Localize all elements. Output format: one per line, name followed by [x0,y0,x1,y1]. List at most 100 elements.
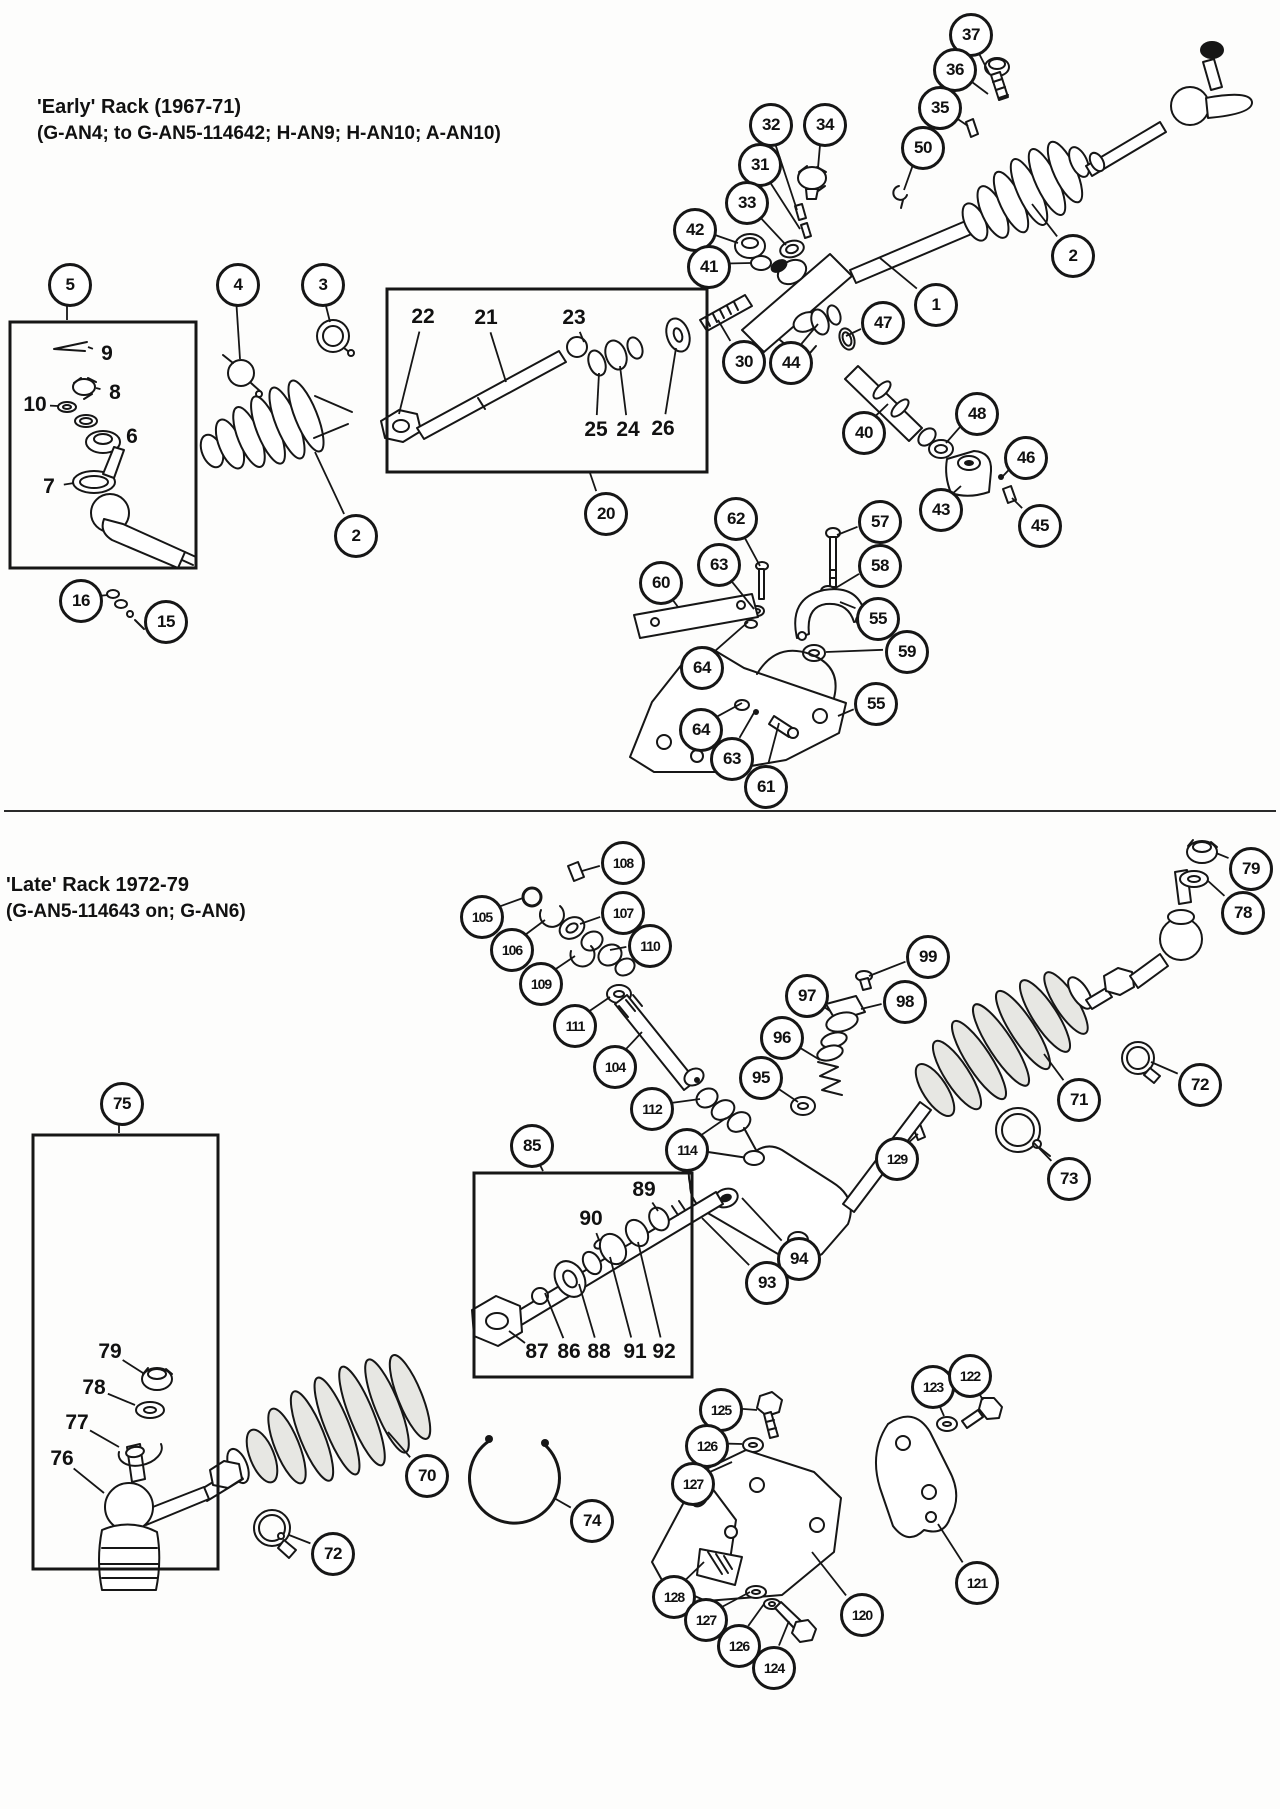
late-rack-title: 'Late' Rack 1972-79 [6,874,189,896]
early-damper-parts [844,365,1017,504]
part-callout-early-44: 44 [769,341,813,385]
part-callout-early-21: 21 [474,306,498,329]
part-callout-early-25: 25 [584,418,608,441]
part-callout-late-75: 75 [100,1082,144,1126]
late-ujoint-parts [521,861,757,1151]
leader-line-late-72 [288,1534,311,1545]
leader-line-late-70 [387,1431,411,1458]
leader-line-late-98 [860,1003,882,1010]
early-tie-rod-end-parts [53,341,197,630]
part-callout-late-112: 112 [630,1087,674,1131]
part-callout-early-7: 7 [43,475,55,498]
leader-line-early-4 [235,302,241,360]
early-inner-tie-rod-parts [380,317,691,443]
late-rack-bar-parts [471,1191,724,1347]
part-callout-early-8: 8 [109,381,121,404]
leader-line-early-21 [489,332,507,383]
leader-line-late-79 [122,1359,144,1374]
leader-line-late-89 [651,1201,659,1212]
late-right-bellows-and-tie-rod-end [914,839,1218,1157]
late-left-bellows-and-tie-rod-end [98,1354,561,1591]
leader-line-early-31 [767,179,801,230]
leader-line-early-63 [728,577,755,610]
leader-line-early-62 [742,534,761,567]
part-callout-late-77: 77 [65,1411,89,1434]
leader-line-late-104 [625,1031,643,1050]
part-callout-early-32: 32 [749,103,793,147]
part-callout-late-121: 121 [955,1561,999,1605]
leader-line-late-92 [637,1241,662,1338]
part-callout-late-71: 71 [1057,1078,1101,1122]
leader-line-early-59 [825,648,884,653]
part-callout-early-26: 26 [651,417,675,440]
part-callout-late-127: 127 [684,1598,728,1642]
leader-line-early-9 [87,346,94,350]
leader-line-late-112 [669,1098,701,1105]
group-box-late-0 [472,1171,694,1379]
part-callout-early-63: 63 [710,737,754,781]
leader-line-late-86 [544,1292,565,1339]
leader-line-late-90 [595,1232,600,1241]
part-callout-early-22: 22 [411,305,435,328]
leader-line-late-77 [89,1429,120,1448]
part-callout-late-104: 104 [593,1045,637,1089]
part-callout-early-62: 62 [714,497,758,541]
part-callout-late-105: 105 [460,895,504,939]
late-rack-subtitle: (G-AN5-114643 on; G-AN6) [6,901,246,922]
part-callout-early-23: 23 [562,306,586,329]
part-callout-early-1: 1 [914,283,958,327]
leader-line-early-55 [839,601,856,610]
leader-line-late-78 [107,1392,136,1406]
leader-line-late-72 [1150,1061,1179,1075]
part-callout-late-106: 106 [490,928,534,972]
leader-line-early-30 [717,319,732,342]
part-callout-late-79: 79 [98,1340,122,1363]
leader-line-early-23 [578,331,585,343]
leader-line-early-57 [836,525,858,536]
part-callout-early-4: 4 [216,263,260,307]
leader-line-late-114 [700,1117,727,1136]
part-callout-early-41: 41 [687,245,731,289]
leader-line-late-105 [498,897,524,908]
leader-line-late-111 [588,996,611,1012]
leader-line-early-8 [95,387,101,391]
part-callout-late-86: 86 [557,1340,581,1363]
part-callout-early-34: 34 [803,103,847,147]
leader-line-late-78 [1206,879,1226,897]
part-callout-early-61: 61 [744,765,788,809]
part-callout-early-5: 5 [48,263,92,307]
part-callout-early-20: 20 [584,492,628,536]
part-callout-late-85: 85 [510,1124,554,1168]
leader-line-early-50 [903,164,914,191]
part-callout-early-42: 42 [673,208,717,252]
part-callout-early-15: 15 [144,600,188,644]
part-callout-late-110: 110 [628,924,672,968]
leader-line-early-55 [837,708,855,717]
part-callout-late-78: 78 [1221,891,1265,935]
part-callout-early-60: 60 [639,561,683,605]
section-divider [4,810,1276,812]
leader-line-early-64 [714,621,749,652]
part-callout-early-57: 57 [858,500,902,544]
part-callout-late-99: 99 [906,935,950,979]
part-callout-late-89: 89 [632,1178,656,1201]
leader-line-late-124 [778,1620,790,1646]
part-callout-late-78: 78 [82,1376,106,1399]
part-callout-early-31: 31 [738,143,782,187]
leader-line-late-91 [609,1256,633,1338]
part-callout-early-40: 40 [842,411,886,455]
leader-line-late-107 [579,916,601,925]
part-callout-early-45: 45 [1018,504,1062,548]
leader-line-early-33 [757,214,787,246]
leader-line-early-26 [664,347,677,415]
part-callout-early-36: 36 [933,48,977,92]
leader-line-late-88 [578,1283,596,1338]
part-callout-early-50: 50 [901,126,945,170]
leader-line-late-106 [525,919,546,936]
leader-line-late-99 [868,960,906,977]
part-callout-late-72: 72 [311,1532,355,1576]
part-callout-late-88: 88 [587,1340,611,1363]
part-callout-early-2: 2 [1051,234,1095,278]
